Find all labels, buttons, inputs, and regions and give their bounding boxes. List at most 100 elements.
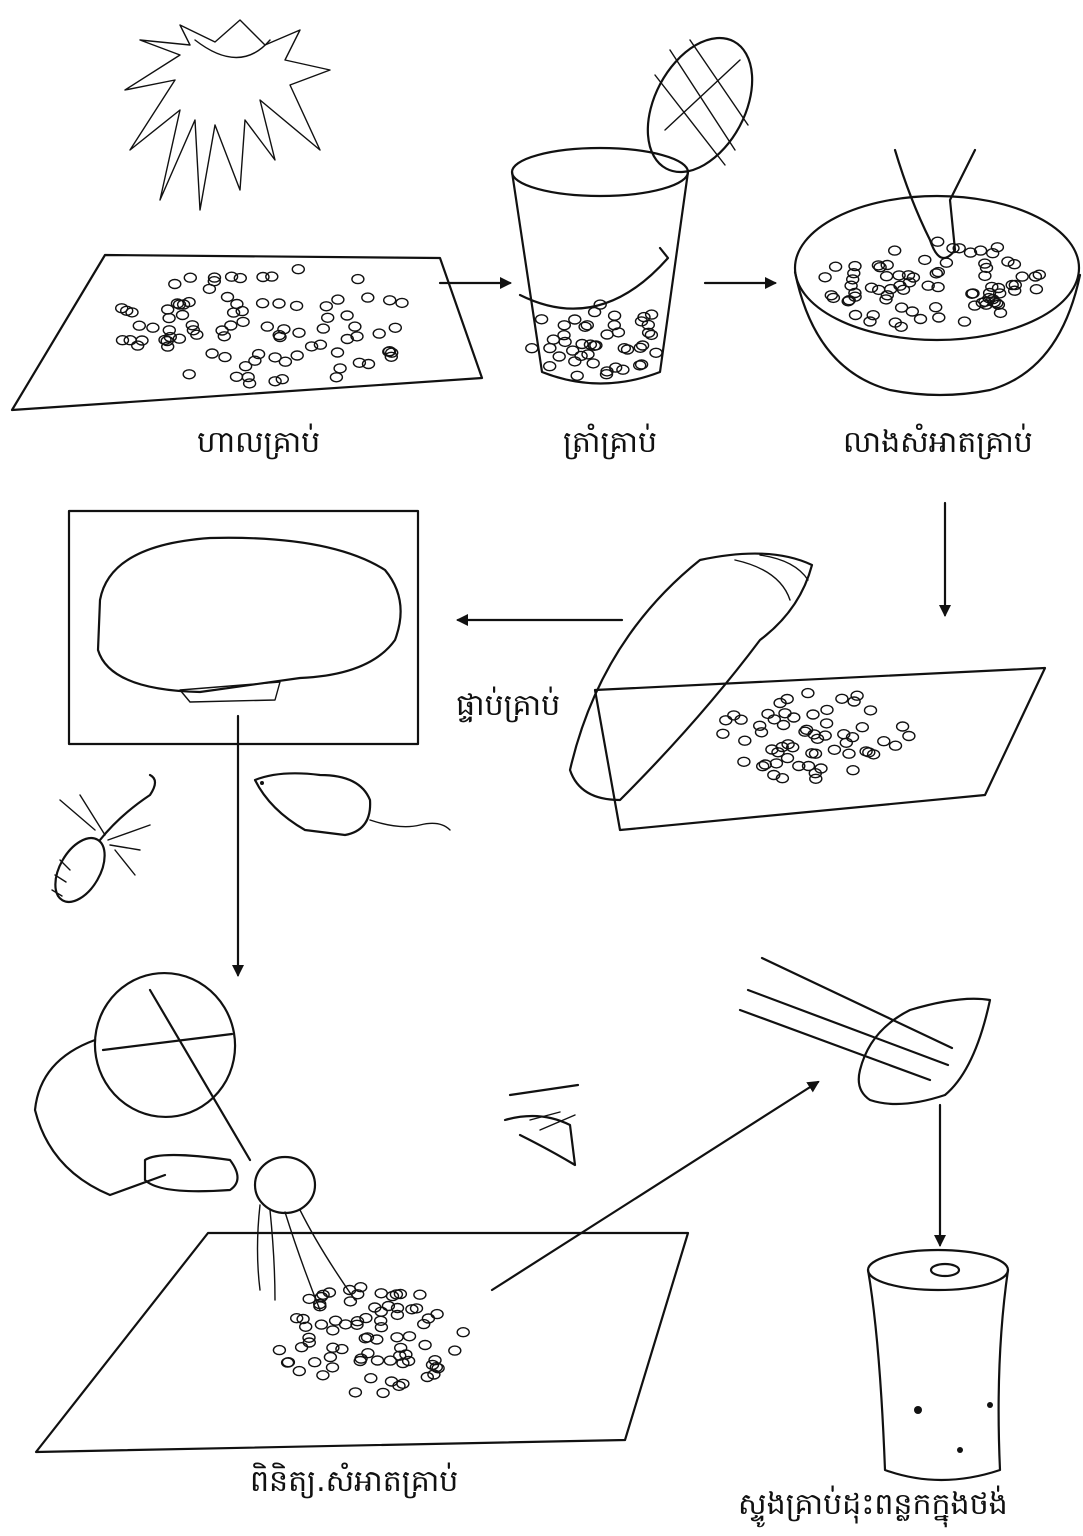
seed-mark: [293, 328, 305, 337]
seed-mark: [986, 282, 998, 291]
seed-mark: [276, 375, 288, 384]
seed-mark: [163, 314, 175, 323]
seed-mark: [903, 732, 915, 741]
seed-mark: [147, 323, 159, 332]
seed-mark: [930, 303, 942, 312]
seed-mark: [778, 721, 790, 730]
seed-mark: [851, 691, 863, 700]
seed-mark: [282, 1358, 294, 1367]
seed-mark: [919, 255, 931, 264]
seed-mark: [770, 759, 782, 768]
seed-mark: [184, 273, 196, 282]
seed-mark: [391, 1333, 403, 1342]
seed-mark: [291, 351, 303, 360]
seed-mark: [890, 741, 902, 750]
check-sheet-icon: [36, 1233, 688, 1452]
seed-mark: [601, 330, 613, 339]
seed-mark: [362, 1349, 374, 1358]
seed-mark: [327, 1363, 339, 1372]
seed-mark: [865, 706, 877, 715]
caption-dry: ហាលគ្រាប់: [197, 428, 320, 458]
seed-mark: [303, 1294, 315, 1303]
seed-mark: [219, 353, 231, 362]
seed-mark: [802, 689, 814, 698]
seed-mark: [293, 1367, 305, 1376]
seed-mark: [373, 329, 385, 338]
seed-mark: [341, 311, 353, 320]
seed-mark: [536, 315, 548, 324]
seed-mark: [544, 344, 556, 353]
seed-mark: [1009, 286, 1021, 295]
seed-mark: [830, 262, 842, 271]
seed-mark: [1030, 285, 1042, 294]
seed-mark: [330, 1316, 342, 1325]
seed-mark: [569, 315, 581, 324]
seed-mark: [637, 341, 649, 350]
seed-mark: [375, 1289, 387, 1298]
seed-mark: [807, 710, 819, 719]
seed-mark: [315, 1320, 327, 1329]
seed-mark: [317, 1371, 329, 1380]
seed-mark: [324, 1353, 336, 1362]
seed-mark: [306, 342, 318, 351]
scoop-icon: [740, 958, 990, 1104]
seed-mark: [738, 757, 750, 766]
eye-icon: [505, 1085, 578, 1165]
seed-mark: [327, 1326, 339, 1335]
seed-mark: [261, 322, 273, 331]
seed-mark: [231, 372, 243, 381]
seed-mark: [739, 736, 751, 745]
seed-mark: [431, 1310, 443, 1319]
seed-mark: [940, 258, 952, 267]
seed-mark: [334, 364, 346, 373]
seed-mark: [419, 1341, 431, 1350]
basin-icon: [795, 150, 1080, 395]
sack-icon: [69, 511, 418, 744]
seed-mark: [177, 311, 189, 320]
seed-mark: [582, 350, 594, 359]
seed-mark: [320, 302, 332, 311]
seed-mark: [384, 1356, 396, 1365]
seed-mark: [553, 352, 565, 361]
seed-mark: [226, 272, 238, 281]
caption-wash: លាងសំអាតគ្រាប់: [843, 428, 1033, 458]
seed-mark: [848, 697, 860, 706]
seed-mark: [915, 315, 927, 324]
seed-mark: [314, 340, 326, 349]
seed-mark: [397, 1379, 409, 1388]
seed-mark: [389, 323, 401, 332]
seed-mark: [244, 379, 256, 388]
seed-mark: [757, 762, 769, 771]
termite-icon: [45, 775, 155, 910]
seed-mark: [1016, 272, 1028, 281]
seed-mark: [344, 1297, 356, 1306]
seed-mark: [206, 349, 218, 358]
bag-icon: [868, 1250, 1008, 1480]
seed-mark: [384, 296, 396, 305]
seed-mark: [646, 310, 658, 319]
seed-mark: [788, 713, 800, 722]
seed-mark: [526, 344, 538, 353]
seed-mark: [375, 1323, 387, 1332]
seed-mark: [932, 237, 944, 246]
seed-mark: [292, 265, 304, 274]
seed-mark: [218, 332, 230, 341]
seed-mark: [756, 728, 768, 737]
bucket-icon: [512, 20, 774, 383]
seed-mark: [717, 729, 729, 738]
seed-mark: [847, 275, 859, 284]
mouse-icon: [255, 773, 450, 835]
seed-mark: [296, 1343, 308, 1352]
seed-mark: [1029, 272, 1041, 281]
seed-mark: [330, 373, 342, 382]
seed-mark: [720, 716, 732, 725]
seed-mark: [569, 357, 581, 366]
seed-mark: [377, 1388, 389, 1397]
seed-mark: [404, 1332, 416, 1341]
seed-mark: [309, 1358, 321, 1367]
seed-mark: [850, 311, 862, 320]
sun-icon: [125, 20, 330, 210]
seed-mark: [840, 738, 852, 747]
seed-mark: [365, 1374, 377, 1383]
